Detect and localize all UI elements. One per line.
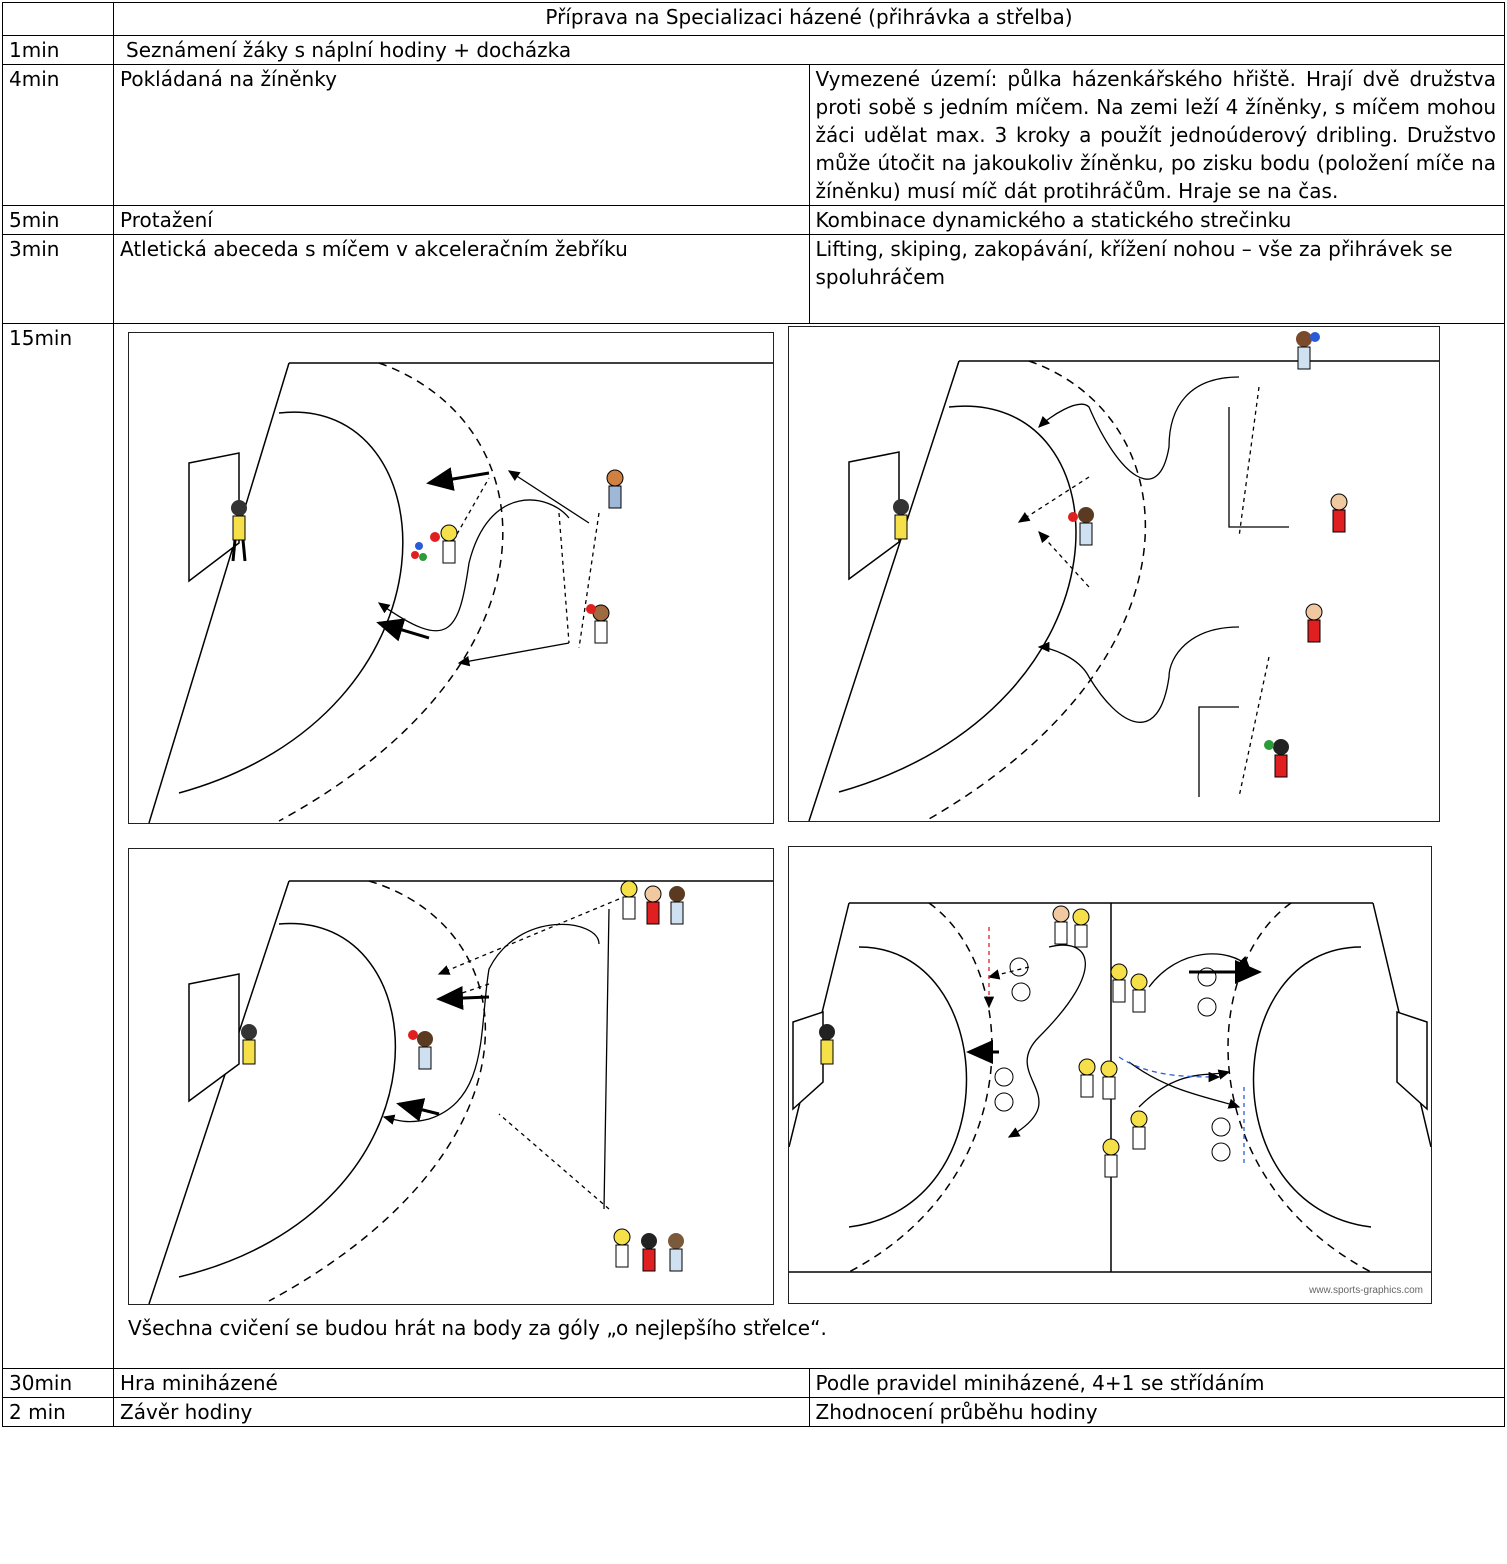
table-row: 3min Atletická abeceda s míčem v akceler… xyxy=(2,234,1505,324)
activity-cell: Seznámení žáky s náplní hodiny + docházk… xyxy=(113,35,1505,65)
scoring-note: Všechna cvičení se budou hrát na body za… xyxy=(128,1316,827,1340)
court-lines xyxy=(789,902,1431,1273)
table-row: 1min Seznámení žáky s náplní hodiny + do… xyxy=(2,35,1505,65)
table-row: 4min Pokládaná na žíněnky Vymezené území… xyxy=(2,64,1505,206)
drill-paths xyxy=(376,467,600,667)
time-cell: 5min xyxy=(2,205,114,235)
activity-cell: Hra miniházené xyxy=(113,1368,810,1398)
drill-diagrams: www.sports-graphics.com Všechna cvičení … xyxy=(114,324,1504,1368)
table-row: 2 min Závěr hodiny Zhodnocení průběhu ho… xyxy=(2,1397,1505,1427)
drill-diagram-1 xyxy=(128,332,774,824)
activity-cell: Atletická abeceda s míčem v akceleračním… xyxy=(113,234,810,324)
description-cell: Vymezené území: půlka házenkářského hřiš… xyxy=(808,64,1505,206)
description-cell: Podle pravidel miniházené, 4+1 se střídá… xyxy=(808,1368,1505,1398)
description-cell: Kombinace dynamického a statického streč… xyxy=(808,205,1505,235)
drill-paths xyxy=(966,927,1262,1167)
time-cell: 1min xyxy=(2,35,114,65)
empty-cell xyxy=(2,2,114,36)
activity-cell: Pokládaná na žíněnky xyxy=(113,64,810,206)
time-cell: 30min xyxy=(2,1368,114,1398)
drill-diagram-2 xyxy=(788,326,1440,822)
time-cell: 3min xyxy=(2,234,114,324)
activity-cell: Závěr hodiny xyxy=(113,1397,810,1427)
player-figures xyxy=(819,905,1148,1178)
diagram-watermark: www.sports-graphics.com xyxy=(1308,1285,1423,1296)
drill-paths xyxy=(382,898,620,1210)
table-row: 15min xyxy=(2,323,1505,1369)
goal xyxy=(792,1010,1428,1111)
drill-diagram-4: www.sports-graphics.com xyxy=(788,846,1432,1304)
drill-diagram-3 xyxy=(128,848,774,1305)
goal xyxy=(848,451,900,581)
time-cell: 2 min xyxy=(2,1397,114,1427)
table-row: 5min Protažení Kombinace dynamického a s… xyxy=(2,205,1505,235)
time-cell: 4min xyxy=(2,64,114,206)
lesson-plan-table: Příprava na Specializaci házené (přihráv… xyxy=(2,2,1505,1427)
player-figures xyxy=(241,880,685,1272)
goal xyxy=(188,452,240,583)
activity-cell: Protažení xyxy=(113,205,810,235)
title-row: Příprava na Specializaci házené (přihráv… xyxy=(2,2,1505,36)
description-cell: Lifting, skiping, zakopávání, křížení no… xyxy=(808,234,1505,324)
table-row: 30min Hra miniházené Podle pravidel mini… xyxy=(2,1368,1505,1398)
drill-paths xyxy=(1017,376,1289,798)
court-lines xyxy=(808,360,1439,821)
description-cell: Zhodnocení průběhu hodiny xyxy=(808,1397,1505,1427)
plan-title: Příprava na Specializaci házené (přihráv… xyxy=(113,2,1505,36)
player-figures xyxy=(893,331,1348,778)
time-cell: 15min xyxy=(2,323,114,1369)
goal xyxy=(188,973,240,1103)
court-lines xyxy=(148,880,773,1304)
court-lines xyxy=(148,362,773,823)
diagram-cell: www.sports-graphics.com Všechna cvičení … xyxy=(113,323,1505,1369)
player-figures xyxy=(231,469,624,644)
